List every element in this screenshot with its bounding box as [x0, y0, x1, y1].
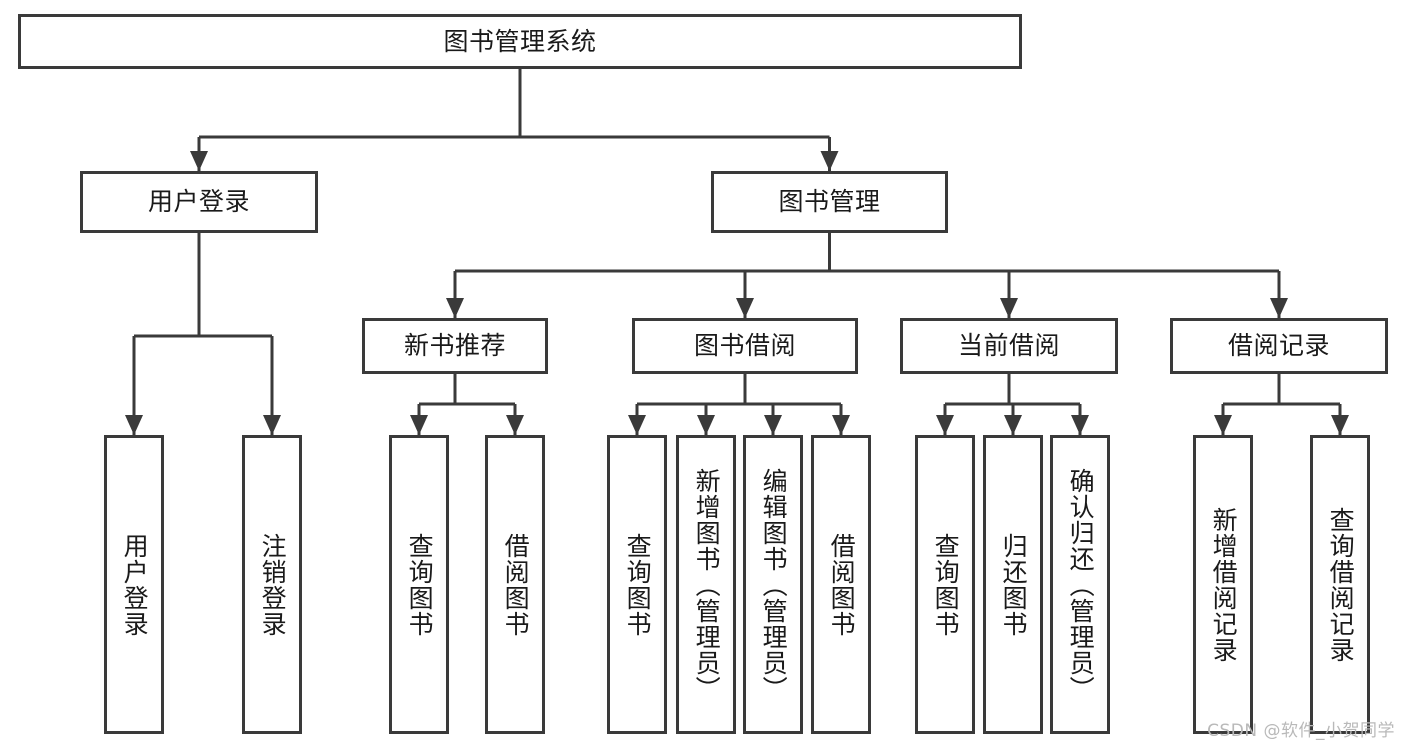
node-label: 图书借阅 — [693, 331, 796, 360]
node-label: 新增图书（管理员） — [692, 467, 722, 702]
node-leaf-return-book[interactable]: 归还图书 — [983, 435, 1043, 734]
node-borrow-record[interactable]: 借阅记录 — [1170, 318, 1388, 374]
node-leaf-borrow-book-1[interactable]: 借阅图书 — [485, 435, 545, 734]
arrow-head-icon — [1331, 415, 1349, 435]
node-label: 归还图书 — [999, 532, 1029, 637]
node-leaf-logout[interactable]: 注销登录 — [242, 435, 302, 734]
node-book-borrow[interactable]: 图书借阅 — [632, 318, 858, 374]
node-label: 图书管理 — [778, 187, 881, 216]
node-leaf-query-record[interactable]: 查询借阅记录 — [1310, 435, 1370, 734]
node-leaf-user-login[interactable]: 用户登录 — [104, 435, 164, 734]
arrow-head-icon — [410, 415, 428, 435]
node-label: 图书管理系统 — [443, 26, 597, 56]
node-label: 当前借阅 — [957, 331, 1060, 360]
node-label: 查询借阅记录 — [1326, 506, 1356, 663]
arrow-head-icon — [1270, 298, 1288, 318]
node-label: 查询图书 — [405, 532, 435, 637]
node-label: 新书推荐 — [403, 331, 506, 360]
arrow-head-icon — [1214, 415, 1232, 435]
node-label: 注销登录 — [258, 532, 288, 637]
arrow-head-icon — [936, 415, 954, 435]
arrow-head-icon — [1071, 415, 1089, 435]
node-label: 新增借阅记录 — [1209, 506, 1239, 663]
node-current-borrow[interactable]: 当前借阅 — [900, 318, 1118, 374]
node-label: 借阅记录 — [1227, 331, 1330, 360]
node-leaf-query-book-1[interactable]: 查询图书 — [389, 435, 449, 734]
node-label: 借阅图书 — [827, 532, 857, 637]
arrow-head-icon — [506, 415, 524, 435]
node-label: 借阅图书 — [501, 532, 531, 637]
node-leaf-add-record[interactable]: 新增借阅记录 — [1193, 435, 1253, 734]
node-leaf-query-book-3[interactable]: 查询图书 — [915, 435, 975, 734]
arrow-head-icon — [820, 151, 839, 171]
arrow-head-icon — [446, 298, 464, 318]
node-new-book-rec[interactable]: 新书推荐 — [362, 318, 548, 374]
arrow-head-icon — [125, 415, 143, 435]
node-leaf-confirm-ret[interactable]: 确认归还（管理员） — [1050, 435, 1110, 734]
node-label: 查询图书 — [623, 532, 653, 637]
node-book-manage[interactable]: 图书管理 — [711, 171, 948, 233]
arrow-head-icon — [736, 298, 754, 318]
node-leaf-query-book-2[interactable]: 查询图书 — [607, 435, 667, 734]
node-label: 用户登录 — [147, 187, 250, 216]
node-label: 用户登录 — [120, 532, 150, 637]
arrow-head-icon — [764, 415, 782, 435]
node-root[interactable]: 图书管理系统 — [18, 14, 1022, 69]
arrow-head-icon — [263, 415, 281, 435]
arrow-head-icon — [628, 415, 646, 435]
node-leaf-borrow-book-2[interactable]: 借阅图书 — [811, 435, 871, 734]
arrow-head-icon — [1004, 415, 1022, 435]
arrow-head-icon — [697, 415, 715, 435]
arrow-head-icon — [832, 415, 850, 435]
node-user-login[interactable]: 用户登录 — [80, 171, 318, 233]
node-leaf-edit-book[interactable]: 编辑图书（管理员） — [743, 435, 803, 734]
arrow-head-icon — [190, 151, 208, 171]
node-label: 确认归还（管理员） — [1066, 467, 1096, 702]
node-label: 编辑图书（管理员） — [759, 467, 789, 702]
watermark: CSDN @软件_小贺同学 — [1207, 721, 1395, 741]
node-label: 查询图书 — [931, 532, 961, 637]
node-leaf-add-book[interactable]: 新增图书（管理员） — [676, 435, 736, 734]
arrow-head-icon — [1000, 298, 1018, 318]
